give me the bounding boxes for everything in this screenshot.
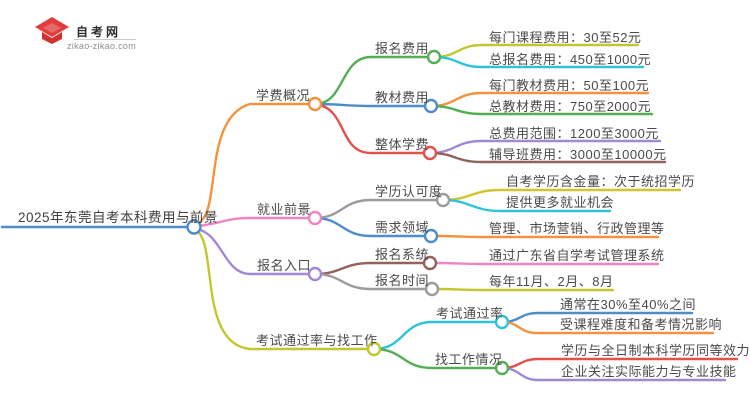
leaf-label-company-focus[interactable]: 企业关注实际能力与专业技能 (561, 364, 737, 379)
branch-line-registration-entry (195, 227, 311, 276)
node-label-registration-fee[interactable]: 报名费用 (375, 41, 430, 56)
leaf-label-time-months[interactable]: 每年11月、2月、8月 (489, 274, 614, 289)
site-name: 自考网 (76, 25, 122, 39)
node-label-textbook-fee[interactable]: 教材费用 (375, 90, 430, 105)
site-url: zikao-zikao.com (67, 41, 137, 51)
root-node-label[interactable]: 2025年东莞自考本科费用与前景 (18, 210, 219, 225)
branch-line-registration-fee (313, 55, 430, 106)
leaf-line-more-jobs (441, 198, 612, 213)
node-circle-registration-system[interactable] (422, 255, 438, 271)
branch-label-tuition-overview[interactable]: 学费概况 (256, 88, 311, 103)
branch-line-passrate-job (194, 228, 370, 351)
branch-line-registration-time (313, 272, 428, 291)
node-circle-registration-fee[interactable] (426, 49, 442, 65)
leaf-line-system-name (434, 261, 660, 266)
node-circle-exam-pass-rate[interactable] (494, 314, 510, 330)
node-label-registration-system[interactable]: 报名系统 (375, 247, 430, 262)
leaf-label-per-textbook-fee[interactable]: 每门教材费用：50至100元 (489, 78, 650, 93)
node-label-overall-tuition[interactable]: 整体学费 (375, 137, 430, 152)
node-label-degree-recognition[interactable]: 学历认可度 (375, 184, 443, 199)
leaf-label-pass-rate-range[interactable]: 通常在30%至40%之间 (560, 297, 697, 312)
leaf-label-tutoring-fee[interactable]: 辅导班费用：3000至10000元 (489, 147, 667, 162)
node-circle-demand-fields[interactable] (423, 228, 439, 244)
leaf-label-degree-equal[interactable]: 学历与全日制本科学历同等效力 (561, 343, 750, 358)
node-circle-tuition-overview[interactable] (307, 96, 323, 112)
leaf-label-total-registration-fee[interactable]: 总报名费用：450至1000元 (489, 52, 652, 67)
node-circle-employment[interactable] (307, 210, 323, 226)
leaf-label-degree-value[interactable]: 自考学历含金量：次于统招学历 (506, 174, 696, 189)
leaf-label-course-fee[interactable]: 每门课程费用：30至52元 (489, 30, 642, 45)
site-logo: 自考网 zikao-zikao.com (30, 13, 145, 51)
branch-line-degree-recognition (313, 198, 439, 220)
leaf-label-total-cost-range[interactable]: 总费用范围：1200至3000元 (489, 126, 659, 141)
branch-line-exam-pass-rate (372, 320, 498, 351)
logo-divider (74, 39, 136, 40)
node-circle-registration-entry[interactable] (307, 266, 323, 282)
leaf-line-fields-list (435, 234, 660, 239)
node-label-job-situation[interactable]: 找工作情况 (435, 352, 503, 367)
node-circle-overall-tuition[interactable] (422, 145, 438, 161)
leaf-label-pass-rate-factor[interactable]: 受课程难度和备考情况影响 (560, 317, 723, 332)
node-circle-root[interactable] (186, 219, 202, 235)
node-circle-degree-recognition[interactable] (435, 192, 451, 208)
node-circle-passrate-job[interactable] (366, 341, 382, 357)
leaf-label-system-name[interactable]: 通过广东省自学考试管理系统 (489, 248, 665, 263)
leaf-label-fields-list[interactable]: 管理、市场营销、行政管理等 (489, 221, 665, 236)
graduation-cap-icon (30, 15, 69, 47)
branch-line-job-situation (372, 347, 498, 370)
node-label-registration-time[interactable]: 报名时间 (375, 273, 430, 288)
node-label-exam-pass-rate[interactable]: 考试通过率 (436, 306, 504, 321)
node-circle-job-situation[interactable] (494, 360, 510, 376)
branch-line-employment (196, 216, 311, 228)
branch-line-tuition-overview (196, 102, 311, 225)
branch-label-employment[interactable]: 就业前景 (257, 202, 312, 217)
leaf-label-total-textbook-fee[interactable]: 总教材费用：750至2000元 (489, 99, 652, 114)
leaf-label-more-jobs[interactable]: 提供更多就业机会 (506, 195, 615, 210)
node-circle-textbook-fee[interactable] (423, 98, 439, 114)
branch-line-overall-tuition (313, 102, 426, 155)
node-circle-registration-time[interactable] (424, 281, 440, 297)
branch-label-passrate-job[interactable]: 考试通过率与找工作 (256, 333, 378, 348)
branch-label-registration-entry[interactable]: 报名入口 (257, 258, 312, 273)
leaf-line-time-months (436, 287, 615, 292)
node-label-demand-fields[interactable]: 需求领域 (375, 220, 430, 235)
branch-line-demand-fields (313, 216, 427, 238)
